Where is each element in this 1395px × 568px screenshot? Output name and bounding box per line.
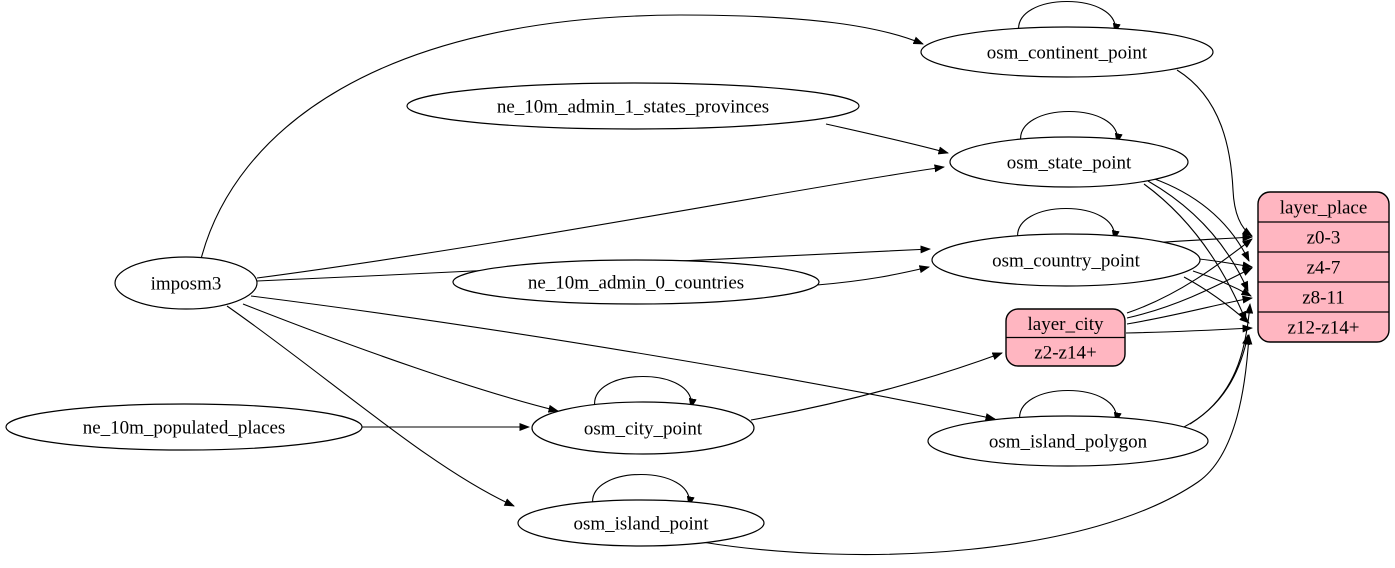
node-osm_state_point: osm_state_point [949, 136, 1189, 188]
edge-path [594, 376, 697, 409]
edge-imposm3->osm_state_point [256, 164, 945, 279]
osm_city_point-ellipse [531, 401, 755, 455]
nodes-layer: imposm3 ne_10m_admin_1_states_provincesne… [5, 26, 1390, 547]
layer_place-row-z0-3: z0-3 [1307, 228, 1341, 249]
layer_place-row-z4-7: z4-7 [1307, 258, 1341, 279]
node-ne_10m_populated_places: ne_10m_populated_places [5, 403, 363, 451]
edge-imposm3->osm_island_point [226, 305, 515, 507]
edge-path [750, 352, 1003, 421]
edge-imposm3->osm_city_point [242, 303, 559, 413]
edge-osm_state_point->layer_place:z4-7 [1151, 177, 1250, 262]
edge-path [200, 14, 924, 260]
edge-path [256, 164, 945, 279]
edge-osm_state_point->layer_place:z12-z14+ [1143, 183, 1247, 322]
edge-osm_country_point->layer_place:z8-11 [1192, 270, 1252, 297]
edge-osm_island_polygon->layer_place:z12-z14+ [1183, 334, 1250, 428]
ne_10m_admin_0_countries-label: ne_10m_admin_0_countries [528, 273, 744, 294]
edge-osm_country_point->layer_place:z4-7 [1198, 258, 1253, 270]
edge-path [1126, 295, 1253, 325]
layer_city-row-z2-z14+: z2-z14+ [1034, 342, 1096, 363]
osm_state_point-ellipse [949, 136, 1189, 188]
edge-path [1198, 258, 1253, 270]
ne_10m_admin_1_states_provinces-ellipse [406, 82, 860, 130]
osm_state_point-label: osm_state_point [1007, 153, 1132, 174]
osm_island_point-label: osm_island_point [573, 514, 709, 535]
edge-path [1020, 111, 1123, 144]
osm_island_point-ellipse [517, 499, 765, 547]
edge-path [1018, 1, 1121, 34]
imposm3-label: imposm3 [151, 274, 222, 295]
edge-path [1151, 177, 1250, 262]
osm_island_polygon-label: osm_island_polygon [989, 432, 1148, 453]
edge-imposm3->osm_island_polygon [250, 295, 996, 421]
node-ne_10m_admin_1_states_provinces: ne_10m_admin_1_states_provinces [406, 82, 860, 130]
edge-path [1017, 208, 1120, 241]
edges-layer [200, 1, 1254, 556]
osm_city_point-label: osm_city_point [584, 419, 703, 440]
edge-osm_city_point->osm_city_point [594, 376, 697, 409]
edge-path [1147, 180, 1249, 292]
edge-layer_city->layer_place:z4-7 [1126, 267, 1253, 319]
edge-osm_island_polygon->osm_island_polygon [1019, 390, 1122, 423]
layer_place-header-label: layer_place [1280, 198, 1368, 219]
edge-path [592, 474, 695, 507]
edge-path [226, 305, 515, 507]
edge-osm_island_point->osm_island_point [592, 474, 695, 507]
edge-path [1192, 270, 1252, 297]
osm_continent_point-label: osm_continent_point [987, 43, 1148, 64]
edge-path [1126, 267, 1253, 319]
edge-layer_city->layer_place:z12-z14+ [1125, 324, 1253, 334]
edge-path [1125, 324, 1253, 334]
edge-path [825, 123, 949, 155]
edge-path [1019, 390, 1122, 423]
edge-path [1189, 303, 1254, 425]
edge-osm_country_point->osm_country_point [1017, 208, 1120, 241]
edge-osm_state_point->layer_place:z8-11 [1147, 180, 1249, 292]
edge-osm_island_point->layer_place:z12-z14+ [701, 334, 1253, 556]
edge-path [701, 334, 1253, 556]
edge-osm_country_point->layer_place:z12-z14+ [1183, 276, 1250, 324]
node-osm_continent_point: osm_continent_point [920, 26, 1214, 78]
node-osm_island_point: osm_island_point [517, 499, 765, 547]
edge-osm_city_point->layer_city:z2-z14+ [750, 352, 1003, 421]
edge-osm_continent_point->layer_place:z0-3 [1176, 69, 1253, 237]
edge-path [250, 295, 996, 421]
edge-osm_continent_point->osm_continent_point [1018, 1, 1121, 34]
edge-osm_state_point->osm_state_point [1020, 111, 1123, 144]
node-imposm3: imposm3 [114, 256, 258, 310]
edge-path [1176, 69, 1253, 237]
edge-path [1183, 276, 1250, 324]
edge-path [816, 265, 930, 286]
node-layer_place: layer_place z0-3 z4-7 z8-11 z12-z14+ [1257, 191, 1390, 343]
edge-osm_island_polygon->layer_place:z8-11 [1189, 303, 1254, 425]
edge-ne_10m_admin_1_states_provinces->osm_state_point [825, 123, 949, 155]
edge-ne_10m_admin_0_countries->osm_country_point [816, 265, 930, 286]
ne_10m_admin_1_states_provinces-label: ne_10m_admin_1_states_provinces [497, 97, 769, 118]
edge-path [242, 303, 559, 413]
node-layer_city: layer_city z2-z14+ [1005, 308, 1126, 367]
osm_country_point-label: osm_country_point [992, 251, 1140, 272]
edge-path [1183, 334, 1250, 428]
node-ne_10m_admin_0_countries: ne_10m_admin_0_countries [452, 259, 820, 305]
ne_10m_admin_0_countries-ellipse [452, 259, 820, 305]
node-osm_island_polygon: osm_island_polygon [927, 415, 1209, 467]
ne_10m_populated_places-ellipse [5, 403, 363, 451]
layer_place-row-z8-11: z8-11 [1302, 288, 1345, 309]
edge-layer_city->layer_place:z8-11 [1126, 295, 1253, 325]
layer_place-record [1257, 191, 1390, 343]
node-osm_country_point: osm_country_point [931, 233, 1201, 287]
osm_country_point-ellipse [931, 233, 1201, 287]
layer_city-header-label: layer_city [1028, 314, 1104, 335]
edge-path [1143, 183, 1247, 322]
osm_island_polygon-ellipse [927, 415, 1209, 467]
edge-imposm3->osm_continent_point [200, 14, 924, 260]
node-osm_city_point: osm_city_point [531, 401, 755, 455]
osm_continent_point-ellipse [920, 26, 1214, 78]
ne_10m_populated_places-label: ne_10m_populated_places [83, 418, 286, 439]
layer_place-row-z12-z14+: z12-z14+ [1288, 318, 1360, 339]
imposm3-ellipse [114, 256, 258, 310]
